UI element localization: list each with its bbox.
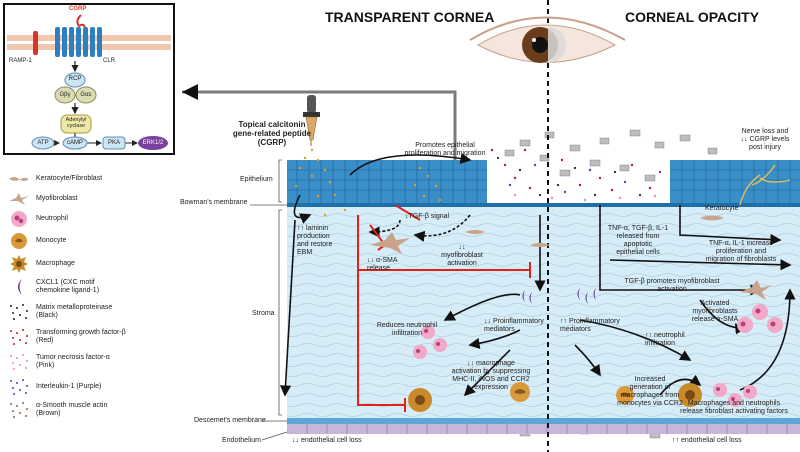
cgrp-drops [294,148,347,217]
endothelium-layer [287,424,800,434]
endothelium-label: Endothelium [222,437,261,444]
mac-neutro-label: Macrophages and neutrophils release fibr… [680,400,788,416]
macrophages [408,382,702,412]
endothelial-loss-right-label: ↑↑ endothelial cell loss [672,437,742,444]
nerve-loss-label: Nerve loss and ↓↓ CGRP levels post injur… [740,128,790,152]
neutrophil-icon [8,210,30,228]
macrophage-icon [8,255,30,273]
asma-icon [8,401,30,419]
activated-myo-label: Activated myofibroblasts release α-SMA [691,300,739,324]
legend-item-macrophage: Macrophage [8,255,75,273]
cytokine-dots [413,148,662,202]
legend-item-cxcl1: CXCL1 (CXC motif chemokine ligand-1) [8,278,99,296]
legend-item-mmp: Matrix metalloproteinase (Black) [8,303,112,321]
legend-item-il1: Interleukin-1 (Purple) [8,378,101,396]
inset-atp-label: ATP [37,140,49,146]
adenylyl-cyclase-node [60,114,92,134]
proinflam-up-label: ↑↑ Proinflammatory mediators [560,318,620,334]
inset-pka-label: PKA [107,140,120,146]
nerve-fiber [739,164,791,206]
descemet-layer [287,418,800,424]
gbg-node [54,86,76,104]
macrophage-down-label: ↓↓ macrophage activation by suppressing … [451,360,531,392]
bowman-layer [287,203,800,207]
increased-generation-label: Increased generation of macrophages from… [617,376,683,408]
laminin-label: ↑↑ laminin production and restore EBM [297,225,333,257]
il1-icon [8,378,30,396]
layer-brackets [250,159,288,441]
reduces-neutrophil-label: Reduces neutrophil infiltration [376,322,438,338]
arrow-to-inset [182,90,457,170]
legend: Keratocyte/Fibroblast Myofibroblast Neut… [0,168,170,452]
atp-node [31,136,55,150]
legend-item-asma: α-Smooth muscle actin (Brown) [8,401,107,419]
legend-item-tnfa: Tumor necrosis factor-α (Pink) [8,353,110,371]
bowman-label: Bowman's membrane [180,199,248,206]
title-transparent: TRANSPARENT CORNEA [325,9,495,25]
epithelium-label: Epithelium [240,176,273,183]
epithelium-layer [287,160,800,205]
inset-clr-label: CLR [103,58,116,64]
erk-node [138,136,168,150]
signaling-diagram [7,14,171,150]
asma-release-label: ↓↓ α-SMA release [367,257,398,273]
gas-node [75,86,97,104]
pka-node [102,136,126,150]
inset-ramp-label: RAMP-1 [9,58,32,64]
legend-item-monocyte: Monocyte [8,232,66,250]
endothelial-loss-left-label: ↓↓ endothelial cell loss [292,437,362,444]
neutrophils [413,304,783,407]
monocyte-icon [8,232,30,250]
legend-item-neutrophil: Neutrophil [8,210,68,228]
tnf-increase-label: TNF-α, IL-1 increase proliferation and m… [705,240,777,264]
tnfa-icon [8,353,30,371]
inset-gas-label: Gαs [80,92,92,98]
stroma-cells [370,215,772,300]
cgrp-ligand-shape [76,14,86,28]
inset-cgrp-label: CGRP [69,6,87,12]
inset-adenylyl-label: Adenylyl cyclase [65,117,87,130]
camp-node [62,136,88,150]
inset-rcp-label: RCP [68,76,82,82]
legend-item-keratocyte: Keratocyte/Fibroblast [8,170,102,188]
inset-erk-label: ERK1/2 [142,140,164,146]
inset-camp-label: cAMP [66,140,83,146]
tgfb-icon [8,328,30,346]
tnf-released-label: TNF-α, TGF-β, IL-1 released from apoptot… [607,225,669,257]
title-opacity: CORNEAL OPACITY [625,9,760,25]
myo-activation-label: ↓↓ myofibroblast activation [441,244,483,268]
wound-gap [487,160,670,205]
keratocyte-icon [8,170,30,188]
tgfb-promotes-label: TGF-β promotes myofibroblast activation [624,278,720,294]
signaling-inset: CGRP RAMP-1 CLR RCP Gβγ Gαs Adenylyl cyc… [3,3,175,155]
eye-illustration [469,16,626,63]
legend-item-myofibroblast: Myofibroblast [8,190,78,208]
clr-receptor [55,27,102,57]
mmp-icon [8,303,30,321]
topical-cgrp-label: Topical calcitonin gene-related peptide … [232,120,312,148]
proinflam-down-label: ↓↓ Proinflammatory mediators [484,318,544,334]
stroma-label: Stroma [252,310,275,317]
legend-item-tgfb: Transforming growth factor-β (Red) [8,328,126,346]
descemet-label: Descemet's membrane [194,417,266,424]
tgfb-signal-label: ↓TGF-β signal [405,213,450,220]
myofibroblast-icon [8,190,30,208]
cxcl1-icon [8,278,30,296]
inset-gbg-label: Gβγ [59,92,71,98]
dropper-icon [303,95,320,146]
keratocyte-label: Keratocyte [705,205,739,212]
promotes-label: Promotes epithelial proliferation and mi… [404,142,486,158]
cell-membrane [7,35,171,50]
cxcl1-molecules [522,288,596,304]
rcp-node [64,72,86,88]
ramp1-shape [33,31,38,55]
neutrophil-up-label: ↑↑ neutrophil infiltration [645,332,685,348]
